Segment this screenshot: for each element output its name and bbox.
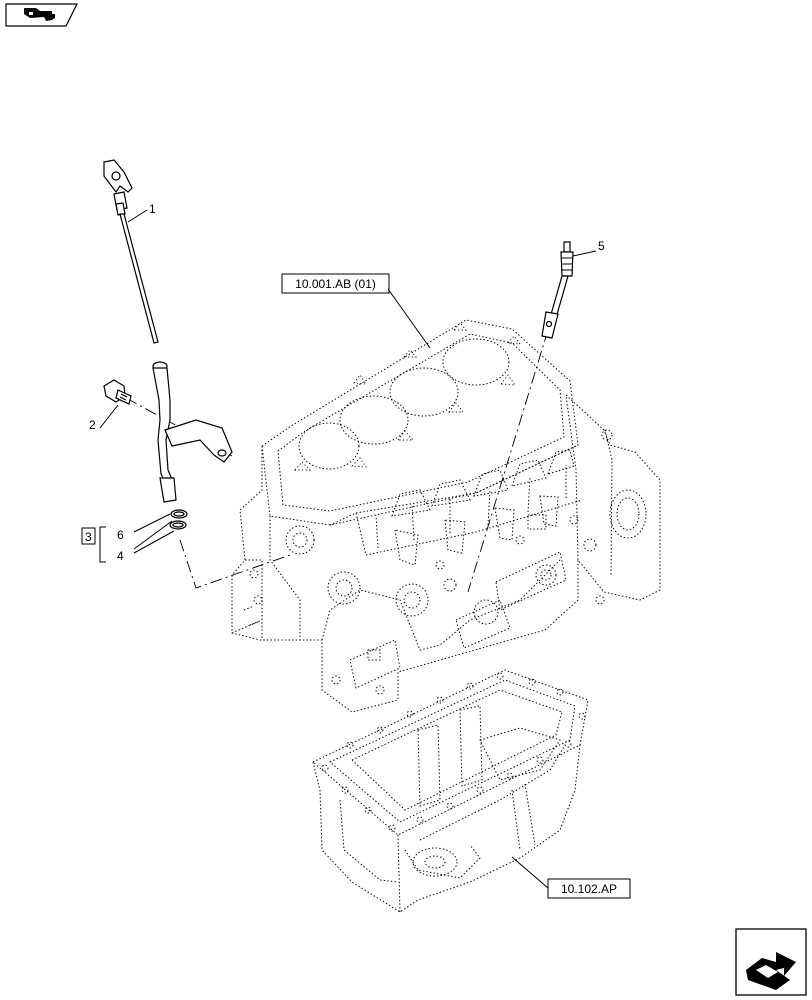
oil-pan-reference-label: 10.102.AP bbox=[561, 882, 617, 896]
dipstick[interactable] bbox=[103, 159, 159, 344]
oil-level-sensor[interactable] bbox=[541, 241, 574, 339]
callout-2: 2 bbox=[89, 418, 96, 432]
o-ring-lower[interactable] bbox=[169, 520, 187, 530]
callout-1: 1 bbox=[149, 202, 156, 216]
callout-leaders bbox=[99, 209, 597, 889]
dipstick-guide-tube[interactable] bbox=[152, 361, 233, 503]
callout-4: 4 bbox=[117, 549, 124, 563]
oil-pan bbox=[312, 669, 589, 913]
o-ring-upper[interactable] bbox=[170, 509, 188, 519]
engine-block bbox=[231, 319, 661, 713]
alignment-centerlines bbox=[125, 329, 549, 593]
callout-5: 5 bbox=[598, 239, 605, 253]
callout-bracket bbox=[99, 526, 106, 563]
callout-3-box: 3 bbox=[81, 527, 96, 545]
engine-block-reference[interactable]: 10.001.AB (01) bbox=[281, 273, 390, 294]
book-arrow-icon[interactable] bbox=[5, 3, 78, 27]
oil-pan-reference[interactable]: 10.102.AP bbox=[547, 878, 631, 899]
callout-6: 6 bbox=[117, 528, 124, 542]
bolt[interactable] bbox=[103, 379, 132, 405]
callout-3: 3 bbox=[85, 530, 92, 544]
engine-block-reference-label: 10.001.AB (01) bbox=[295, 277, 376, 291]
next-page-arrow-icon[interactable] bbox=[735, 928, 807, 996]
